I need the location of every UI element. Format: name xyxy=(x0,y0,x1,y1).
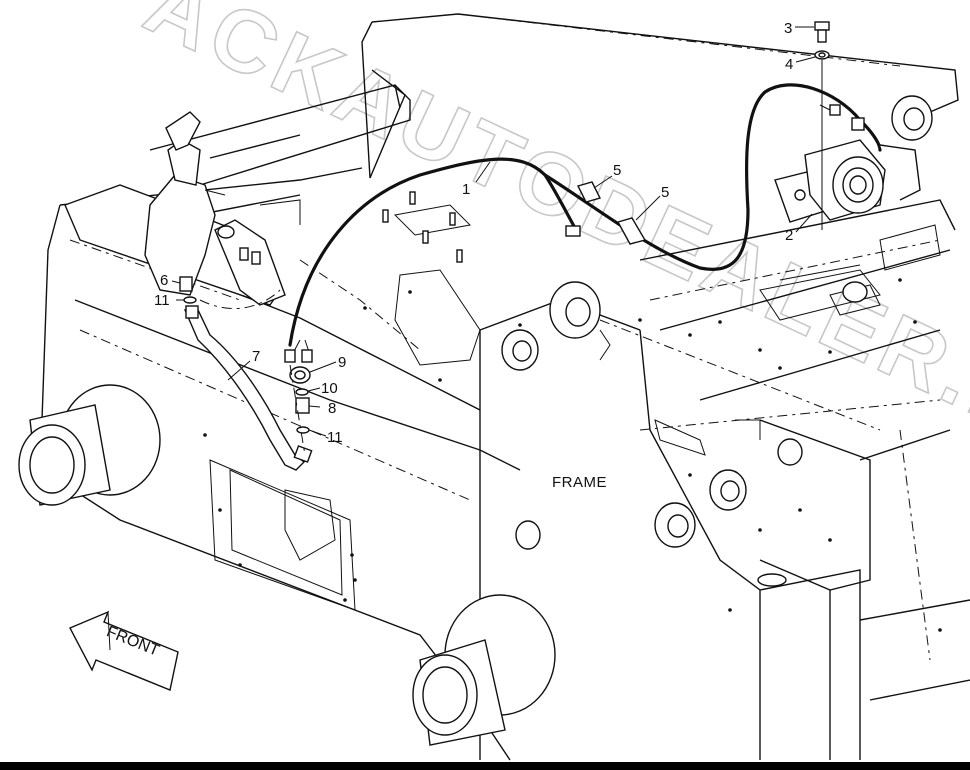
frame-rivets xyxy=(203,278,942,632)
callout-11-lower: 11 xyxy=(327,429,343,446)
callout-1: 1 xyxy=(462,181,470,198)
harness-clamps-part-5 xyxy=(565,181,647,245)
hose-part-7 xyxy=(183,305,313,471)
routing-guides xyxy=(199,259,421,456)
front-direction-arrow: FRONT xyxy=(69,610,179,691)
callout-8: 8 xyxy=(328,400,336,417)
switch-part-9 xyxy=(289,366,311,384)
callout-5-left: 5 xyxy=(613,162,621,179)
joystick-assembly xyxy=(64,111,286,306)
bolt-part-3 xyxy=(814,21,830,43)
adapter-part-8 xyxy=(295,397,310,414)
callout-6: 6 xyxy=(160,272,168,289)
o-ring-part-11-upper xyxy=(183,296,197,304)
callout-5-right: 5 xyxy=(661,184,669,201)
callout-4: 4 xyxy=(785,56,793,73)
frame-cutouts xyxy=(209,199,941,611)
wire-harness-part-1 xyxy=(284,83,882,363)
deck-studs xyxy=(382,191,463,263)
axle-hub-left xyxy=(18,384,161,506)
callout-7: 7 xyxy=(252,348,260,365)
o-ring-part-10 xyxy=(295,388,309,396)
fitting-part-6 xyxy=(179,276,193,292)
alarm-assembly-part-2 xyxy=(774,104,921,223)
bottom-border-bar xyxy=(0,762,970,770)
frame-label: FRAME xyxy=(552,474,607,491)
leader-lines xyxy=(171,26,816,437)
callout-11-upper: 11 xyxy=(154,292,170,309)
callout-9: 9 xyxy=(338,354,346,371)
pivot-bosses xyxy=(501,95,933,587)
o-ring-part-11-lower xyxy=(296,426,310,434)
axle-hub-bottom xyxy=(412,594,556,746)
washer-part-4 xyxy=(814,50,830,60)
callout-3: 3 xyxy=(784,20,792,37)
callout-10: 10 xyxy=(321,380,338,397)
callout-2: 2 xyxy=(785,227,793,244)
